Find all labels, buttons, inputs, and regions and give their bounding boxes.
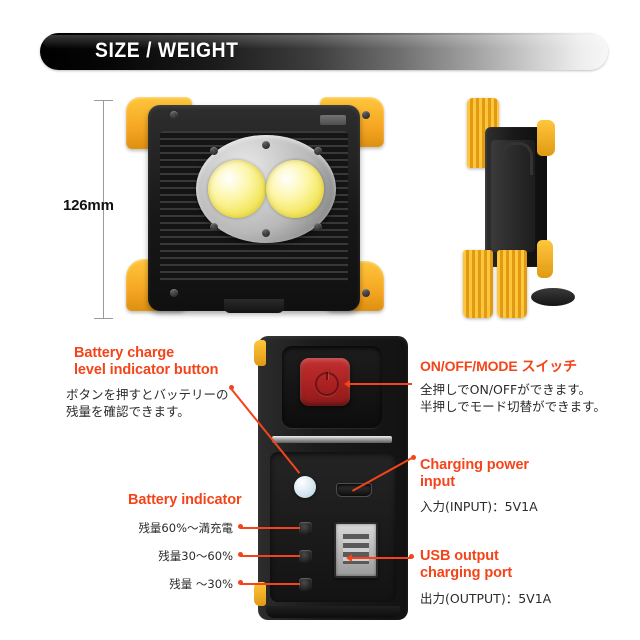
dimension-height-label: 126mm: [63, 197, 114, 214]
bumper-rib-bottom-right: [497, 250, 527, 318]
battery-led-high: [299, 522, 312, 535]
reflector-assembly: [196, 135, 336, 243]
product-back-panel-view: [254, 336, 408, 620]
product-front-view: [122, 97, 384, 319]
side-clip-top: [537, 120, 555, 156]
lens-screw: [210, 223, 218, 231]
folding-handle: [501, 142, 533, 175]
usb-output-port[interactable]: [334, 522, 378, 578]
magnet-base: [531, 288, 575, 306]
side-clip-bottom: [537, 240, 553, 278]
leader-dot-charging-input: [411, 455, 416, 460]
dimension-line: [103, 100, 104, 318]
lens-screw: [210, 147, 218, 155]
leader-dot-level-low: [238, 580, 243, 585]
section-header-bar: [40, 33, 608, 70]
usb-output-title-line2: charging port: [420, 565, 513, 581]
battery-button-desc-line2: 残量を確認できます。: [66, 404, 190, 419]
battery-button-title-line1: Battery charge: [74, 345, 175, 361]
product-side-view: [455, 92, 575, 322]
bumper-bolt: [362, 111, 370, 119]
leader-line-power-switch: [350, 383, 412, 385]
leader-dot-battery-button: [229, 385, 234, 390]
lamp-foot: [224, 299, 284, 313]
charging-input-title-line2: input: [420, 474, 455, 490]
bumper-bolt: [170, 289, 178, 297]
lens-screw: [262, 141, 270, 149]
battery-indicator-title: Battery indicator: [128, 492, 242, 508]
leader-line-usb-output: [352, 557, 412, 559]
leader-line-level-high: [240, 527, 300, 529]
bumper-rib-bottom-left: [463, 250, 493, 318]
chrome-trim: [272, 436, 392, 443]
panel-bottom-lip: [266, 606, 400, 618]
cob-led-right: [266, 160, 324, 218]
battery-level-row-high: 残量60%〜満充電: [138, 521, 233, 535]
power-icon: [315, 367, 339, 396]
dimension-cap-top: [94, 100, 113, 101]
dimension-cap-bottom: [94, 318, 113, 319]
leader-line-level-medium: [240, 555, 300, 557]
leader-arrow-power-switch: [344, 380, 350, 388]
panel-bumper-top-left: [254, 340, 266, 366]
charging-input-title-line1: Charging power: [420, 457, 529, 473]
usb-output-spec: 出力(OUTPUT)：5V1A: [420, 591, 552, 606]
panel-bumper-bottom-left: [254, 582, 266, 606]
brand-logo: [320, 115, 346, 125]
leader-dot-usb-output: [409, 554, 414, 559]
battery-level-row-low: 残量 〜30%: [169, 577, 233, 591]
lens-screw: [262, 229, 270, 237]
bumper-bolt: [362, 289, 370, 297]
usb-output-title-line1: USB output: [420, 548, 499, 564]
lamp-housing: [148, 105, 360, 313]
battery-button-title-line2: level indicator button: [74, 362, 219, 378]
leader-dot-level-medium: [238, 552, 243, 557]
battery-level-row-medium: 残量30〜60%: [158, 549, 233, 563]
side-housing-inner: [491, 140, 535, 252]
leader-dot-level-high: [238, 524, 243, 529]
battery-button-desc-line1: ボタンを押すとバッテリーの: [66, 387, 229, 402]
battery-led-medium: [299, 550, 312, 563]
power-button[interactable]: [300, 358, 350, 406]
charging-input-spec: 入力(INPUT)：5V1A: [420, 499, 538, 514]
battery-led-low: [299, 578, 312, 591]
power-switch-desc-line1: 全押しでON/OFFができます。: [420, 382, 591, 397]
leader-line-level-low: [240, 583, 300, 585]
power-switch-desc-line2: 半押しでモード切替ができます。: [420, 399, 606, 414]
cob-led-left: [208, 160, 266, 218]
battery-level-indicator-button[interactable]: [294, 476, 316, 498]
page-title: SIZE / WEIGHT: [95, 39, 239, 62]
leader-arrow-usb-output: [346, 554, 352, 562]
bumper-bolt: [170, 111, 178, 119]
power-switch-title: ON/OFF/MODE スイッチ: [420, 358, 578, 374]
lens-screw: [314, 223, 322, 231]
lens-screw: [314, 147, 322, 155]
